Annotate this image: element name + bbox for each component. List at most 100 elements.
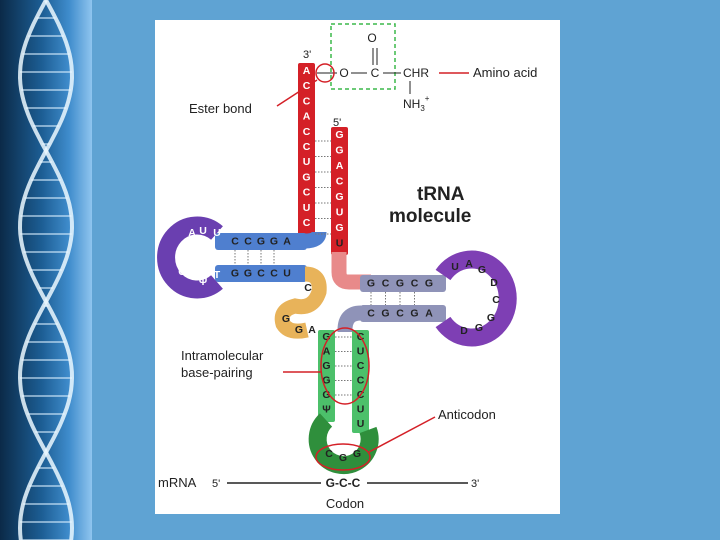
trna-figure: 3' O O C CHR NH3+ Amino acid Ester bond … bbox=[155, 20, 560, 514]
nucleotide-d-loop-6: T bbox=[214, 269, 221, 281]
nucleotide-t-loop-0: U bbox=[451, 261, 459, 273]
nucleotide-t-loop-7: D bbox=[460, 325, 468, 337]
nucleotide-d-loop-2: U bbox=[213, 227, 221, 239]
nucleotide-acceptor-3-6: U bbox=[303, 156, 311, 168]
nucleotide-d-loop-5: Ψ bbox=[199, 276, 208, 288]
nucleotide-acceptor-3-4: C bbox=[303, 126, 311, 138]
dna-backbone-1 bbox=[17, 0, 75, 540]
nucleotide-anticodon-left-4: G bbox=[322, 389, 330, 401]
nucleotide-anticodon-base-2: G bbox=[353, 448, 361, 460]
nucleotide-t-top-1: C bbox=[382, 278, 390, 290]
anticodon-pointer bbox=[368, 416, 436, 453]
mrna-three-prime: 3' bbox=[471, 478, 479, 490]
nucleotide-anticodon-right-6: U bbox=[357, 418, 365, 430]
nucleotide-anticodon-left-5: Ψ bbox=[322, 404, 331, 416]
nucleotide-variable-0: C bbox=[304, 282, 312, 294]
nucleotide-t-loop-4: C bbox=[492, 294, 500, 306]
nucleotide-acceptor-3-7: G bbox=[302, 171, 310, 183]
nucleotide-t-bottom-3: G bbox=[410, 308, 418, 320]
diagram-title-line1: tRNA bbox=[417, 184, 465, 205]
anticodon-right-bar bbox=[352, 330, 369, 433]
nucleotide-d-bottom-2: C bbox=[257, 268, 265, 280]
diagram-title-line2: molecule bbox=[389, 206, 471, 227]
nucleotide-t-bottom-1: G bbox=[381, 308, 389, 320]
nucleotide-d-loop-3: G bbox=[179, 248, 187, 260]
nucleotide-anticodon-left-2: G bbox=[322, 360, 330, 372]
nucleotide-anticodon-base-0: C bbox=[325, 448, 333, 460]
base-pair-lines bbox=[234, 140, 415, 396]
nucleotide-acceptor-3-8: C bbox=[303, 187, 311, 199]
nucleotide-acceptor-3-1: C bbox=[303, 80, 311, 92]
nucleotide-acceptor-5-6: G bbox=[335, 222, 343, 234]
nucleotide-anticodon-base-1: G bbox=[339, 452, 347, 464]
nucleotide-acceptor-5-4: G bbox=[335, 191, 343, 203]
codon-sequence: G-C-C bbox=[326, 476, 361, 490]
d-stem-top-bar bbox=[215, 233, 307, 250]
nucleotide-t-bottom-2: C bbox=[396, 308, 404, 320]
nucleotide-variable-1: G bbox=[282, 313, 290, 325]
nucleotide-acceptor-3-0: A bbox=[303, 65, 311, 77]
nucleotide-d-loop-4: C bbox=[178, 266, 186, 278]
dna-backbone-0 bbox=[17, 0, 75, 540]
nucleotide-anticodon-right-3: C bbox=[357, 375, 365, 387]
nucleotide-variable-3: A bbox=[308, 324, 316, 336]
nucleotide-acceptor-5-5: U bbox=[336, 207, 344, 219]
nucleotide-t-loop-2: G bbox=[478, 264, 486, 276]
d-stem-bottom-bar bbox=[215, 265, 307, 282]
nucleotide-d-top-1: C bbox=[244, 236, 252, 248]
nucleotide-anticodon-left-1: A bbox=[323, 346, 331, 358]
nucleotide-acceptor-5-7: U bbox=[336, 238, 344, 250]
nucleotide-acceptor-5-3: C bbox=[336, 176, 344, 188]
anticodon-highlight bbox=[315, 443, 371, 471]
nucleotide-anticodon-right-1: U bbox=[357, 346, 365, 358]
nucleotide-d-top-2: G bbox=[257, 236, 265, 248]
nucleotide-acceptor-5-2: A bbox=[336, 160, 344, 172]
nucleotide-d-bottom-1: G bbox=[244, 268, 252, 280]
anticodon-loop-ring bbox=[308, 413, 379, 475]
acceptor-5-strand-bar bbox=[331, 127, 348, 255]
nucleotide-anticodon-right-2: C bbox=[357, 360, 365, 372]
t-loop-ring bbox=[435, 250, 517, 347]
nh3-label: NH3+ bbox=[403, 94, 430, 113]
ester-bond-circle bbox=[315, 63, 335, 83]
nucleotide-acceptor-3-10: C bbox=[303, 217, 311, 229]
nucleotide-d-bottom-4: U bbox=[283, 268, 291, 280]
dna-helix-strands bbox=[17, 0, 75, 540]
nucleotide-t-loop-5: G bbox=[487, 312, 495, 324]
anticodon-label: Anticodon bbox=[438, 407, 496, 422]
mrna-five-prime: 5' bbox=[212, 478, 220, 490]
five-prime-label: 5' bbox=[333, 117, 341, 129]
acceptor-3-strand-bar bbox=[298, 63, 315, 235]
nucleotide-d-loop-0: A bbox=[188, 227, 196, 239]
nucleotide-variable-2: G bbox=[295, 324, 303, 336]
mrna-label: mRNA bbox=[158, 475, 197, 490]
nucleotide-acceptor-3-2: C bbox=[303, 95, 311, 107]
t-arm-connector bbox=[337, 305, 362, 332]
variable-loop bbox=[274, 266, 327, 339]
nucleotide-anticodon-left-3: G bbox=[322, 375, 330, 387]
nucleotide-d-bottom-3: C bbox=[270, 268, 278, 280]
d-arm-connector bbox=[304, 231, 327, 249]
dna-helix-graphic bbox=[17, 0, 75, 540]
nucleotide-acceptor-3-5: C bbox=[303, 141, 311, 153]
nucleotide-t-bottom-4: A bbox=[425, 308, 433, 320]
nucleotide-acceptor-5-0: G bbox=[335, 129, 343, 141]
nucleotide-anticodon-left-0: G bbox=[322, 331, 330, 343]
ester-oxygen: O bbox=[339, 66, 348, 80]
nucleotide-t-top-2: G bbox=[396, 278, 404, 290]
nucleotide-t-top-4: G bbox=[425, 278, 433, 290]
nucleotide-t-bottom-0: C bbox=[367, 308, 375, 320]
dna-helix-banner bbox=[0, 0, 92, 540]
nucleotide-d-top-0: C bbox=[231, 236, 239, 248]
nucleotide-d-bottom-0: G bbox=[231, 268, 239, 280]
chr-label: CHR bbox=[403, 66, 429, 80]
t-stem-top-bar bbox=[360, 275, 446, 292]
carbonyl-oxygen: O bbox=[367, 31, 376, 45]
t-stem-bottom-bar bbox=[360, 305, 446, 322]
nucleotide-t-top-0: G bbox=[367, 278, 375, 290]
nucleotide-acceptor-3-3: A bbox=[303, 111, 311, 123]
amino-acid-label: Amino acid bbox=[473, 65, 537, 80]
three-prime-label: 3' bbox=[303, 49, 311, 61]
ester-bond-label: Ester bond bbox=[189, 101, 252, 116]
